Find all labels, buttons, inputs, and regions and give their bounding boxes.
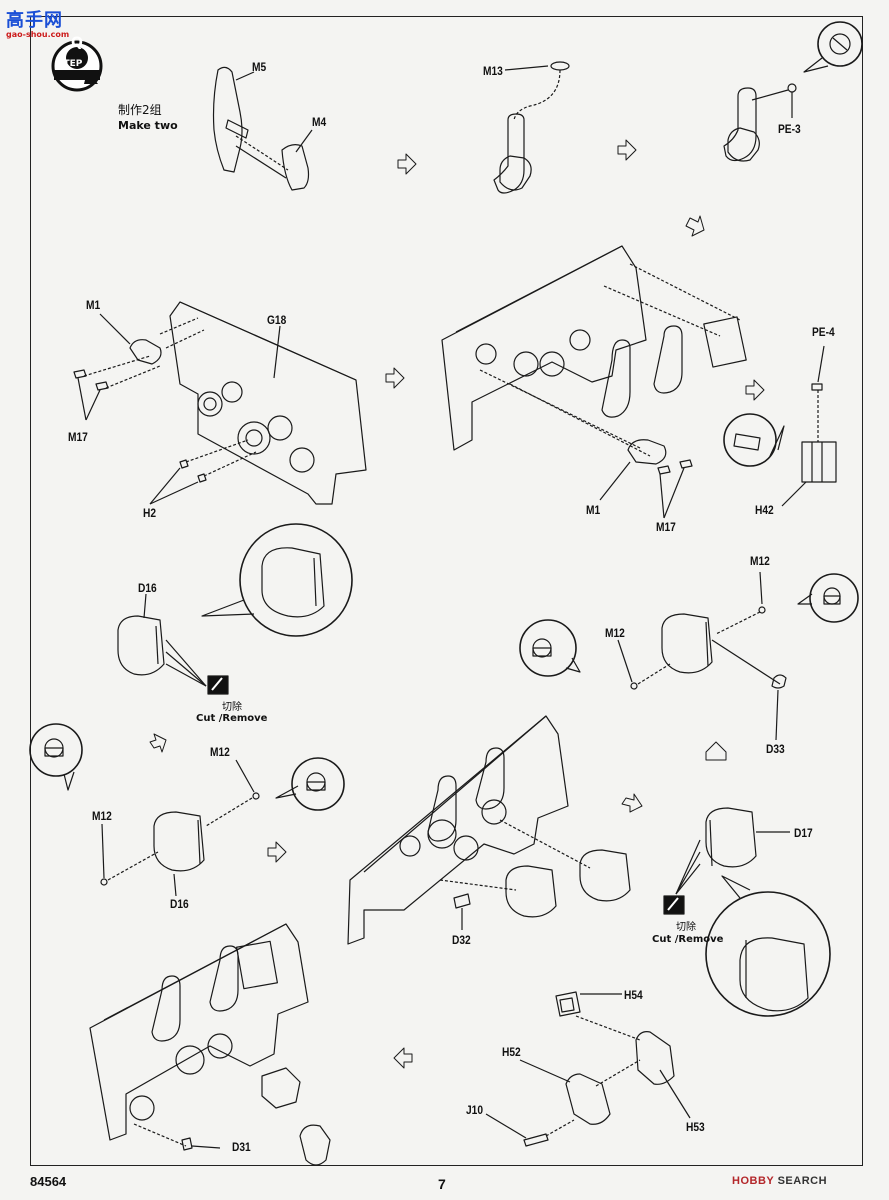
plate-assembled-bottom bbox=[89, 923, 331, 1166]
source-prefix: HOBBY bbox=[732, 1175, 775, 1187]
make-two-chinese: 制作2组 bbox=[118, 103, 162, 117]
label-d33: D33 bbox=[766, 742, 785, 756]
label-pe3: PE-3 bbox=[778, 122, 801, 136]
magnify-callout-icon bbox=[797, 573, 859, 623]
bracket-d17 bbox=[675, 807, 790, 895]
magnify-callout-icon bbox=[201, 523, 353, 637]
cut-remove-chinese-a: 切除 bbox=[222, 702, 242, 713]
cut-remove-icon bbox=[207, 675, 229, 695]
label-m5: M5 bbox=[252, 60, 267, 74]
label-d31: D31 bbox=[232, 1140, 251, 1154]
label-m12-b: M12 bbox=[605, 626, 625, 640]
plate-assembled-top bbox=[441, 245, 747, 519]
cut-remove-english-a: Cut /Remove bbox=[196, 713, 268, 724]
label-d17: D17 bbox=[794, 826, 813, 840]
label-h53: H53 bbox=[686, 1120, 705, 1134]
make-two-english: Make two bbox=[118, 119, 178, 132]
page-number: 7 bbox=[438, 1176, 446, 1192]
plate-g18 bbox=[73, 301, 367, 505]
label-d32: D32 bbox=[452, 933, 471, 947]
label-m1-b: M1 bbox=[586, 503, 601, 517]
watermark-main: 高手网 bbox=[6, 10, 63, 31]
bracket-h52-h53 bbox=[485, 991, 691, 1147]
step-word: STEP bbox=[57, 59, 83, 69]
watermark-logo: 高手网 gao-shou.com bbox=[6, 6, 69, 39]
label-pe4: PE-4 bbox=[812, 325, 835, 339]
kit-number: 84564 bbox=[30, 1174, 67, 1189]
label-d16-b: D16 bbox=[170, 897, 189, 911]
label-m1-a: M1 bbox=[86, 298, 101, 312]
label-g18: G18 bbox=[267, 313, 287, 327]
exhaust-m13 bbox=[493, 61, 570, 194]
magnify-callout-icon bbox=[275, 757, 345, 811]
magnify-callout-icon bbox=[723, 413, 785, 467]
bracket-d16-a bbox=[117, 593, 207, 687]
label-m12-d: M12 bbox=[92, 809, 112, 823]
label-m12-c: M12 bbox=[210, 745, 230, 759]
label-j10: J10 bbox=[466, 1103, 484, 1117]
watermark-sub: gao-shou.com bbox=[6, 30, 70, 39]
magnify-callout-icon bbox=[705, 875, 831, 1017]
magnify-callout-icon bbox=[519, 619, 581, 677]
label-m4: M4 bbox=[312, 115, 327, 129]
source-watermark: HOBBY SEARCH bbox=[732, 1175, 827, 1187]
exhaust-pe3 bbox=[723, 83, 797, 162]
source-suffix: SEARCH bbox=[777, 1175, 828, 1187]
cut-remove-english-b: Cut /Remove bbox=[652, 934, 724, 945]
bracket-d16-b bbox=[100, 759, 260, 897]
bracket-d33 bbox=[617, 571, 787, 741]
plate-assembled-middle bbox=[347, 715, 631, 945]
cut-remove-icon bbox=[663, 895, 685, 915]
label-m17-a: M17 bbox=[68, 430, 88, 444]
step-badge-icon bbox=[46, 40, 108, 94]
label-m17-b: M17 bbox=[656, 520, 676, 534]
magnify-callout-icon bbox=[803, 21, 863, 73]
step-number: Q bbox=[71, 35, 83, 51]
assembly-arrow-icon bbox=[149, 139, 765, 1069]
h42-block bbox=[781, 345, 837, 507]
label-h2: H2 bbox=[143, 506, 157, 520]
label-h42: H42 bbox=[755, 503, 774, 517]
bracket-m5-m4 bbox=[212, 66, 313, 191]
magnify-callout-icon bbox=[29, 723, 83, 791]
label-m13: M13 bbox=[483, 64, 503, 78]
label-d16-a: D16 bbox=[138, 581, 157, 595]
label-m12-a: M12 bbox=[750, 554, 770, 568]
label-h54: H54 bbox=[624, 988, 643, 1002]
page-frame bbox=[30, 16, 863, 1166]
label-h52: H52 bbox=[502, 1045, 521, 1059]
cut-remove-chinese-b: 切除 bbox=[676, 922, 696, 933]
